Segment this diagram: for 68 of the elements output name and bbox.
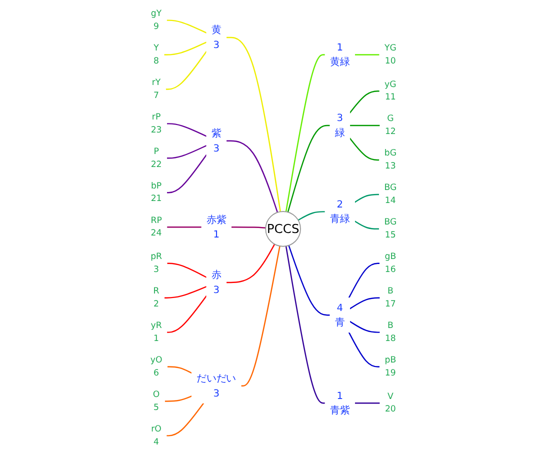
- connector: [166, 50, 208, 90]
- node-text: 黄 3: [211, 24, 222, 50]
- connector: [166, 226, 202, 228]
- node-text: yO 6: [150, 355, 162, 378]
- connector: [166, 295, 208, 333]
- connector: [349, 90, 380, 114]
- connector: [226, 36, 281, 212]
- connector: [298, 211, 326, 221]
- connector: [241, 246, 280, 386]
- node-text: 赤 3: [211, 268, 222, 296]
- node-text: rY 7: [152, 78, 161, 100]
- connector: [166, 20, 207, 34]
- connector: [354, 194, 380, 203]
- node-text: pR 3: [150, 252, 162, 274]
- connector: [226, 140, 278, 213]
- connector: [166, 144, 207, 159]
- connector: [287, 124, 330, 212]
- connector: [348, 332, 380, 368]
- node-text: BG 14: [384, 182, 397, 206]
- node-text: RP 24: [150, 215, 162, 238]
- node-text: 紫 3: [211, 127, 222, 154]
- connector: [164, 396, 192, 402]
- connector: [349, 138, 380, 161]
- node-text: gB 16: [384, 252, 396, 274]
- connector: [231, 226, 266, 228]
- node-text: Y 8: [154, 43, 160, 66]
- node-text: G 12: [384, 114, 396, 137]
- node-circle: PCCS: [265, 211, 301, 247]
- node-text: 赤紫 1: [206, 214, 226, 240]
- node-text: BG 15: [384, 217, 397, 240]
- node-text: B 18: [384, 320, 396, 344]
- connector: [166, 154, 208, 194]
- node-text: gY 9: [150, 8, 162, 32]
- node-text: P 22: [150, 146, 162, 170]
- node-text: 2 青緑: [330, 198, 350, 225]
- node-text: R 2: [153, 286, 160, 309]
- connector: [354, 54, 380, 56]
- node-text: O 5: [152, 390, 160, 412]
- node-text: YG 10: [384, 43, 396, 66]
- connector: [164, 42, 207, 56]
- node-text: 4 青: [334, 302, 345, 328]
- connector: [166, 402, 204, 436]
- connector: [354, 402, 380, 404]
- connector: [288, 245, 330, 316]
- connector: [354, 220, 380, 230]
- node-text: rP 23: [150, 112, 162, 135]
- connector: [285, 246, 326, 404]
- node-text: B 17: [384, 286, 396, 309]
- connector: [164, 286, 207, 298]
- connector: [350, 124, 380, 126]
- connector: [226, 244, 276, 284]
- node-text: bP 21: [150, 180, 162, 204]
- connector: [349, 297, 380, 310]
- node-text: V 20: [384, 391, 396, 414]
- node-text: yG 11: [384, 79, 396, 102]
- connector: [349, 320, 380, 333]
- connector: [348, 262, 380, 298]
- connector: [166, 123, 207, 137]
- connector: [166, 262, 207, 278]
- node-text: rO 4: [151, 424, 162, 447]
- node-text: だいだい 3: [196, 372, 236, 399]
- node-text: 1 黄緑: [330, 41, 350, 68]
- connector: [285, 54, 326, 212]
- node-text: pB 19: [384, 355, 396, 378]
- connector: [167, 366, 192, 374]
- node-text: 1 青紫: [330, 390, 350, 416]
- node-text: yR 1: [150, 320, 162, 344]
- node-text: bG 13: [384, 148, 396, 172]
